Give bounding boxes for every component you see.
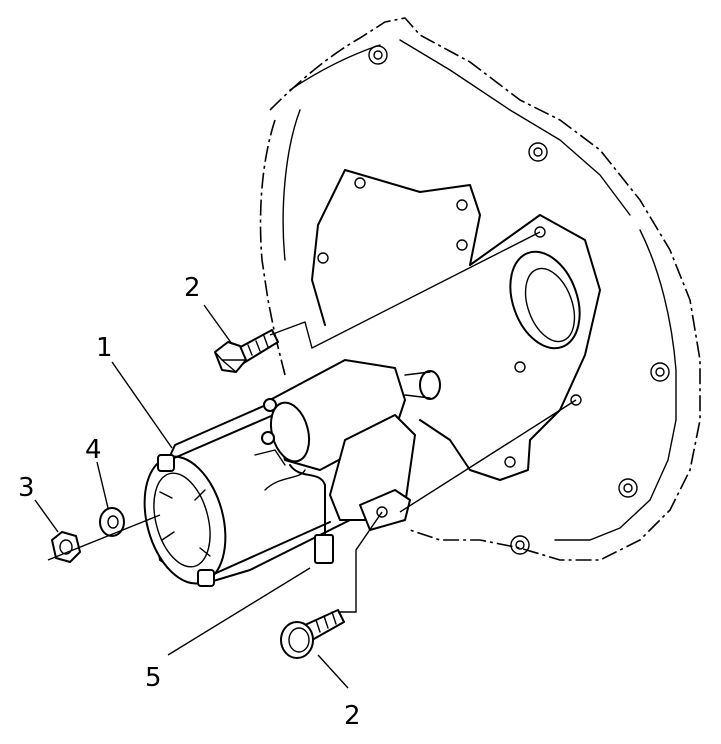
adapter-plate-bore	[509, 250, 581, 350]
housing-boss-upper-right	[528, 142, 548, 162]
bolt-lower-head-face	[288, 627, 310, 653]
bolt-upper-head-edges	[214, 351, 247, 373]
solenoid-terminal-2	[261, 431, 275, 445]
leader-5	[167, 567, 311, 656]
callout-2-lower: 2	[344, 701, 361, 731]
plate-hole-mount-lower	[570, 394, 582, 406]
flywheel-housing	[259, 17, 701, 561]
mounting-bolt-lower	[280, 609, 345, 659]
flange-bolt-hole	[376, 506, 388, 518]
housing-rim-left	[282, 109, 301, 261]
adapter-plate	[311, 169, 601, 481]
nut	[51, 531, 81, 563]
callout-2-upper: 2	[184, 273, 201, 303]
starter-motor	[143, 359, 441, 587]
callout-1: 1	[96, 333, 113, 363]
mounting-bolt-upper	[214, 329, 279, 373]
starter-pinion	[419, 370, 441, 400]
axis-line-lower-mount	[399, 399, 577, 513]
axis-line-upper-bolt	[269, 231, 541, 350]
assembly-lines	[47, 231, 577, 613]
through-bolt-upper-head	[157, 454, 175, 472]
housing-rim-top	[289, 39, 631, 216]
nut-body	[51, 531, 81, 563]
plate-hole-6	[504, 456, 516, 468]
callout-4: 4	[85, 435, 102, 465]
washer	[99, 507, 125, 537]
adapter-plate-bore-inner	[524, 267, 576, 343]
pinion-shaft	[404, 371, 431, 399]
housing-boss-top	[368, 45, 388, 65]
wire-connector-plug	[314, 534, 334, 564]
starter-end-cap-inner	[153, 472, 211, 568]
plate-hole-5	[514, 361, 526, 373]
housing-hole-upper-right	[533, 147, 543, 157]
bolt-lower-thread	[315, 611, 337, 633]
housing-inner-outline	[259, 119, 286, 376]
through-bolt-lower	[204, 521, 331, 579]
plate-hole-mount-upper	[534, 226, 546, 238]
washer-hole	[107, 515, 119, 529]
plate-hole-4	[317, 252, 329, 264]
starter-wire	[289, 464, 326, 536]
housing-rim-right	[554, 229, 677, 541]
solenoid-terminal-1	[263, 398, 277, 412]
housing-outer-outline	[269, 17, 701, 561]
washer-outer	[99, 507, 125, 537]
housing-hole-bottom	[515, 540, 525, 550]
through-bolt-upper	[164, 409, 286, 463]
housing-boss-right	[650, 362, 670, 382]
housing-hole-lower-right	[623, 483, 633, 493]
leader-2-lower	[317, 654, 349, 689]
plate-hole-2	[456, 199, 468, 211]
axis-line-nut	[47, 514, 161, 561]
leader-3	[34, 499, 59, 533]
through-bolt-lower-head	[197, 569, 215, 587]
terminal-connector	[254, 449, 286, 466]
housing-hole-top	[373, 50, 383, 60]
housing-boss-bottom	[510, 535, 530, 555]
axis-line-lower-bolt	[338, 511, 383, 613]
leader-4	[96, 461, 109, 509]
nut-hole	[59, 539, 73, 555]
adapter-plate-outline	[344, 169, 601, 481]
housing-boss-lower-right	[618, 478, 638, 498]
housing-hole-right	[655, 367, 665, 377]
callout-5: 5	[145, 663, 162, 693]
plate-hole-1	[354, 177, 366, 189]
starter-end-cap-details	[159, 489, 211, 557]
plate-hole-3	[456, 239, 468, 251]
starter-wire-2	[264, 469, 306, 491]
starter-mounting-flange	[359, 489, 411, 531]
bolt-lower-head	[280, 621, 314, 659]
callout-3: 3	[18, 473, 35, 503]
leader-2-upper	[203, 304, 233, 345]
leader-lines	[34, 304, 349, 689]
bolt-upper-thread	[247, 335, 269, 356]
leader-1	[111, 361, 173, 449]
adapter-plate-left	[311, 169, 346, 326]
